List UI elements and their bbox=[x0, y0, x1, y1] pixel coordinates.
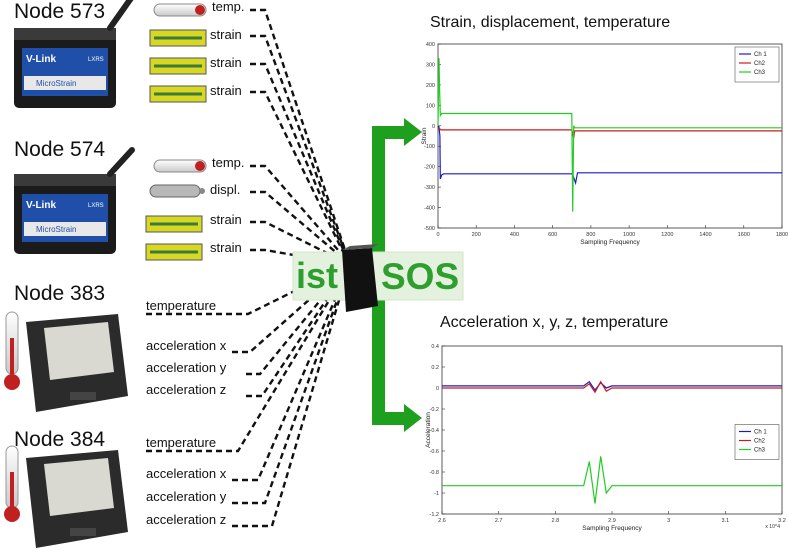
plot-area bbox=[442, 346, 782, 514]
y-tick-label: 300 bbox=[426, 62, 435, 68]
y-axis-label: Strain bbox=[421, 127, 428, 144]
legend-label: Ch3 bbox=[754, 448, 766, 454]
legend-label: Ch2 bbox=[754, 439, 766, 445]
y-tick-label: 0 bbox=[432, 124, 435, 130]
x-tick-label: 1600 bbox=[738, 232, 750, 238]
v-link-device-573: V-Link LXRS MicroStrain bbox=[14, 0, 134, 108]
y-tick-label: -0.2 bbox=[430, 407, 439, 413]
strain-gauge-icon bbox=[150, 58, 206, 74]
y-tick-label: -0.8 bbox=[430, 470, 439, 476]
hub-sos-text: SOS bbox=[381, 256, 459, 297]
device-maker: MicroStrain bbox=[36, 225, 76, 234]
y-tick-label: 0.2 bbox=[431, 365, 439, 371]
x-tick-label: 200 bbox=[472, 232, 481, 238]
strain-gauge-icon bbox=[146, 216, 202, 232]
x-tick-label: 2.7 bbox=[495, 518, 503, 524]
y-tick-label: -0.6 bbox=[430, 449, 439, 455]
legend-label: Ch3 bbox=[754, 70, 766, 76]
x-tick-label: 3.1 bbox=[722, 518, 730, 524]
legend-label: Ch 1 bbox=[754, 52, 767, 58]
y-tick-label: -1 bbox=[434, 491, 439, 497]
y-tick-label: -300 bbox=[424, 185, 435, 191]
thermometer-sensor-icon bbox=[154, 4, 206, 16]
x-tick-label: 400 bbox=[510, 232, 519, 238]
v-link-device-574: V-Link LXRS MicroStrain bbox=[14, 150, 132, 254]
legend-label: Ch 1 bbox=[754, 430, 767, 436]
y-tick-label: -400 bbox=[424, 206, 435, 212]
device-brand: V-Link bbox=[26, 200, 56, 211]
y-tick-label: 200 bbox=[426, 83, 435, 89]
x-tick-label: 600 bbox=[548, 232, 557, 238]
y-tick-label: -500 bbox=[424, 226, 435, 232]
legend-label: Ch2 bbox=[754, 61, 766, 67]
x-tick-label: 1800 bbox=[776, 232, 788, 238]
strain-gauge-icon bbox=[150, 86, 206, 102]
thermometer-icon-383 bbox=[4, 312, 20, 390]
x-tick-label: 3 bbox=[667, 518, 670, 524]
strain-gauge-icon bbox=[146, 244, 202, 260]
displacement-sensor-icon bbox=[150, 185, 205, 197]
hub-ist-text: ist bbox=[296, 255, 338, 296]
x-axis-label: Sampling Frequency bbox=[580, 239, 640, 246]
device-lxrs: LXRS bbox=[88, 57, 104, 63]
plot-area bbox=[438, 44, 782, 228]
y-tick-label: -1.2 bbox=[430, 512, 439, 518]
thermometer-icon-384 bbox=[4, 446, 20, 522]
accelerometer-device-384 bbox=[26, 450, 128, 548]
x-axis-label: Sampling Frequency bbox=[582, 525, 642, 532]
x-scale-label: x 10^4 bbox=[765, 524, 780, 530]
x-tick-label: 1200 bbox=[661, 232, 673, 238]
device-maker: MicroStrain bbox=[36, 79, 76, 88]
x-tick-label: 2.9 bbox=[608, 518, 616, 524]
accelerometer-device-383 bbox=[26, 314, 128, 412]
y-axis-label: Acceleration bbox=[425, 412, 432, 448]
x-tick-label: 1000 bbox=[623, 232, 635, 238]
x-tick-label: 2.8 bbox=[552, 518, 560, 524]
strain-gauge-icon bbox=[150, 30, 206, 46]
y-tick-label: 0 bbox=[436, 386, 439, 392]
x-tick-label: 1400 bbox=[699, 232, 711, 238]
y-tick-label: 100 bbox=[426, 103, 435, 109]
y-tick-label: 0.4 bbox=[431, 344, 439, 350]
thermometer-sensor-icon bbox=[154, 160, 206, 172]
x-tick-label: 2.6 bbox=[438, 518, 446, 524]
x-tick-label: 800 bbox=[586, 232, 595, 238]
y-tick-label: -200 bbox=[424, 165, 435, 171]
strain-chart: 0200400600800100012001400160018004003002… bbox=[418, 38, 788, 250]
x-tick-label: 0 bbox=[436, 232, 439, 238]
y-tick-label: 400 bbox=[426, 42, 435, 48]
device-lxrs: LXRS bbox=[88, 203, 104, 209]
device-brand: V-Link bbox=[26, 54, 56, 65]
